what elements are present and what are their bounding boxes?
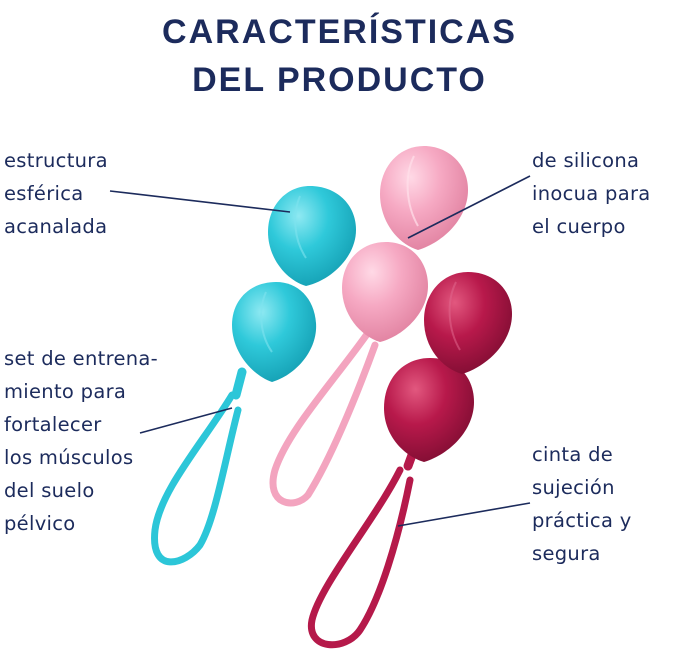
magenta-loop — [307, 466, 414, 649]
label-line: miento para — [4, 380, 127, 403]
title-line-1: CARACTERÍSTICAS — [162, 13, 517, 51]
leader-line-training — [139, 407, 233, 434]
pink-ball-top — [380, 146, 468, 250]
label-line: inocua para — [532, 182, 651, 205]
label-line: fortalecer — [4, 413, 102, 436]
label-training-set: set de entrena- miento para fortalecer l… — [4, 342, 158, 540]
label-line: el cuerpo — [532, 215, 626, 238]
label-line: esférica — [4, 182, 84, 205]
label-line: estructura — [4, 149, 108, 172]
label-spherical-structure: estructura esférica acanalada — [4, 144, 108, 243]
turquoise-ball-set — [151, 186, 356, 566]
label-line: set de entrena- — [4, 347, 159, 370]
turquoise-loop — [151, 391, 242, 566]
magenta-ball-set — [307, 272, 512, 649]
magenta-ball-bottom — [384, 358, 474, 462]
label-line: de silicona — [532, 149, 640, 172]
pink-loop — [269, 326, 379, 507]
label-line: del suelo — [4, 479, 95, 502]
leader-line-cord — [397, 502, 531, 527]
label-line: segura — [532, 542, 601, 565]
label-line: sujeción — [532, 476, 615, 499]
pink-ball-set — [269, 146, 468, 507]
turquoise-ball-top — [268, 186, 356, 286]
turquoise-ball-bottom — [232, 282, 317, 382]
label-line: cinta de — [532, 443, 614, 466]
title-line-2: DEL PRODUCTO — [192, 61, 487, 99]
label-retrieval-cord: cinta de sujeción práctica y segura — [532, 438, 632, 570]
leader-line-silicone — [407, 175, 531, 239]
label-silicone: de silicona inocua para el cuerpo — [532, 144, 651, 243]
pink-ball-bottom — [342, 242, 428, 342]
label-line: los músculos — [4, 446, 134, 469]
leader-line-spherical — [109, 190, 291, 213]
magenta-ball-top — [424, 272, 512, 374]
label-line: acanalada — [4, 215, 108, 238]
label-line: pélvico — [4, 512, 76, 535]
page-title: CARACTERÍSTICAS DEL PRODUCTO — [0, 8, 679, 104]
label-line: práctica y — [532, 509, 632, 532]
turquoise-stem — [231, 367, 247, 400]
